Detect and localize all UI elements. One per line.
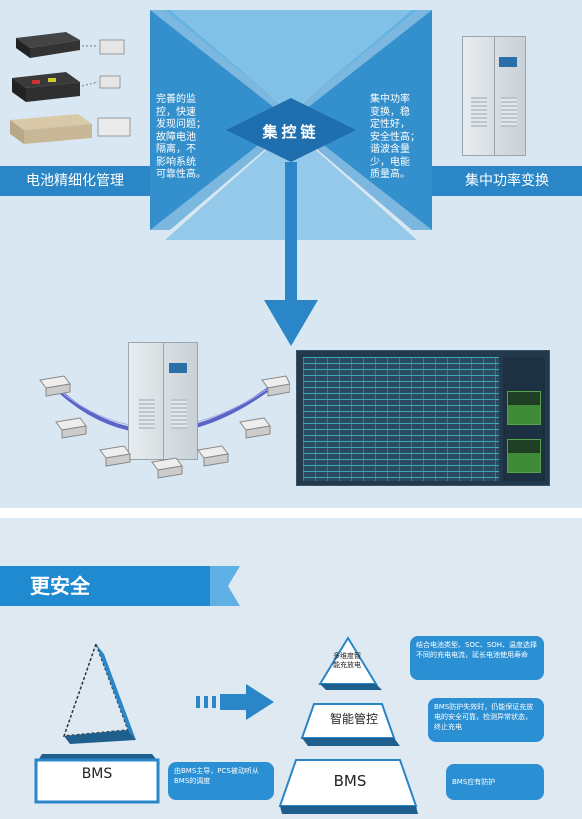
bms-unit-icon — [99, 39, 125, 55]
down-arrow-icon — [264, 300, 318, 346]
left-bar-label: 电池精细化管理 — [26, 173, 124, 189]
broken-pyramid — [62, 641, 136, 744]
right-desc-line: 少，电能 — [370, 156, 410, 168]
pyramid-mid-label: 智能管控 — [329, 712, 378, 726]
battery-module-icon — [12, 72, 80, 102]
right-bar: 集中功率变换 — [432, 166, 582, 196]
left-desc-line: 可靠性高。 — [156, 169, 206, 180]
bubble-top: 结合电池类型、SOC、SOH、温度选择不同的充电电流，延长电池使用寿命 — [410, 636, 544, 680]
pyramid — [278, 636, 418, 814]
bms-nodes — [39, 375, 290, 479]
status-side-panel — [503, 357, 545, 481]
bms-node-icon — [151, 457, 183, 479]
bms-node-icon — [239, 417, 271, 439]
center-label: 集控链 — [262, 123, 320, 141]
cabinet-display — [169, 363, 187, 373]
center-diamond — [226, 98, 356, 162]
pcs-cabinet — [462, 36, 526, 156]
bms-unit-icon — [99, 75, 121, 89]
cabinet-display — [499, 57, 517, 67]
left-description: 完善的监 控，快速 发现问题； 故障电池 隔离，不 影响系统 可靠性高。 — [156, 94, 206, 182]
right-desc-line: 谐波含量 — [370, 144, 410, 155]
left-desc-line: 故障电池 — [156, 131, 196, 143]
pyramid-top-label: 多维度智能充放电 — [333, 652, 361, 669]
left-desc-line: 影响系统 — [156, 156, 196, 168]
pyramid-base-label: BMS — [333, 772, 367, 790]
bubble-base: BMS应有防护 — [446, 764, 544, 800]
left-desc-line: 完善的监 — [156, 94, 196, 105]
right-desc-line: 集中功率 — [370, 94, 410, 105]
bubble-mid: BMS防护失效时，仍能保证充放电的安全可靠，检测异常状态，终止充电 — [428, 698, 544, 742]
bms-node-icon — [39, 375, 71, 397]
right-desc-line: 变换，稳 — [370, 106, 410, 118]
bms-unit-icon — [97, 117, 131, 137]
left-bms-label: BMS — [81, 766, 113, 782]
left-desc-line: 隔离，不 — [156, 144, 196, 155]
left-desc-line: 控，快速 — [156, 106, 196, 118]
right-desc-line: 安全性高； — [370, 131, 420, 143]
right-bar-label: 集中功率变换 — [465, 173, 549, 189]
section-banner: 更安全 — [0, 566, 218, 606]
monitoring-screen — [296, 350, 550, 486]
right-arrow-icon — [196, 684, 274, 720]
battery-modules-illustration — [10, 32, 131, 144]
right-description: 集中功率 变换，稳 定性好， 安全性高； 谐波含量 少，电能 质量高。 — [370, 94, 420, 182]
bms-node-icon — [197, 445, 229, 467]
status-chart — [507, 391, 541, 425]
left-bar: 电池精细化管理 — [0, 166, 150, 196]
left-bms-block — [34, 754, 160, 804]
bms-node-icon — [55, 417, 87, 439]
battery-module-icon — [16, 32, 80, 58]
left-bms-note: 由BMS主导，PCS被动听从BMS的调度 — [168, 762, 274, 800]
bms-node-icon — [99, 445, 131, 467]
bms-node-icon — [261, 375, 290, 397]
banner-tail — [210, 566, 240, 606]
left-desc-line: 发现问题； — [156, 119, 206, 130]
right-desc-line: 质量高。 — [370, 169, 410, 180]
right-desc-line: 定性好， — [370, 119, 410, 130]
status-chart — [507, 439, 541, 473]
bowtie-graphic — [50, 10, 432, 434]
separator — [0, 508, 582, 518]
pcs-cabinet-2 — [128, 342, 198, 460]
section-title: 更安全 — [30, 574, 90, 598]
battery-module-icon — [10, 114, 92, 144]
battery-cell-grid — [303, 357, 499, 481]
